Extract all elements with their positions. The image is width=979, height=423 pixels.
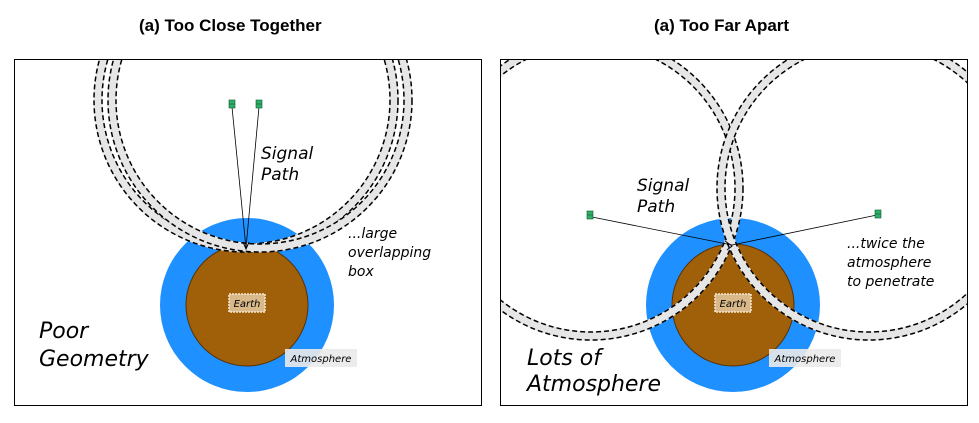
overlap-note-line-1: ...large xyxy=(348,226,397,242)
signal-path-label-line-2: Path xyxy=(261,165,299,185)
atmosphere-label-box xyxy=(285,349,357,367)
signal-path-line-1 xyxy=(231,106,247,249)
caption-line-1: Lots of xyxy=(527,346,604,371)
satellite-icon xyxy=(228,99,236,109)
atmosphere-label: Atmosphere xyxy=(774,354,836,365)
atmosphere-label: Atmosphere xyxy=(290,354,352,365)
receiver-arrow xyxy=(242,241,250,251)
overlap-note-line-2: overlapping xyxy=(348,245,431,261)
signal-path-line-2 xyxy=(245,106,260,249)
earth-label: Earth xyxy=(720,299,747,310)
signal-path-label-line-2: Path xyxy=(637,197,675,217)
signal-path-label-line-1: Signal xyxy=(637,176,689,196)
too-close-together-panel: Earth Atmosphere Signal Path ...large ov… xyxy=(14,59,482,406)
caption-line-2: Geometry xyxy=(39,347,150,372)
earth-label-box xyxy=(714,293,752,313)
range-ring-2 xyxy=(716,60,967,341)
too-far-diagram: Earth Atmosphere Signal Path ...twice th… xyxy=(501,60,967,397)
earth-label: Earth xyxy=(234,299,261,310)
earth-label-box xyxy=(228,293,266,313)
receiver-arrow xyxy=(724,240,733,251)
too-close-diagram: Earth Atmosphere Signal Path ...large ov… xyxy=(39,60,431,392)
overlap-note-line-3: box xyxy=(348,264,374,280)
left-panel-title: (a) Too Close Together xyxy=(139,16,322,35)
caption-line-1: Poor xyxy=(39,319,90,344)
signal-path-line-2 xyxy=(731,214,878,246)
penetration-note-line-3: to penetrate xyxy=(847,274,934,290)
range-ring-2 xyxy=(107,60,413,253)
right-panel-title: (a) Too Far Apart xyxy=(654,16,790,35)
caption-line-2: Atmosphere xyxy=(525,372,661,397)
range-ring-1 xyxy=(501,60,744,341)
atmosphere-label-box xyxy=(769,349,841,367)
satellite-icon xyxy=(255,99,263,109)
satellite-icon xyxy=(874,209,882,219)
too-far-apart-panel: Earth Atmosphere Signal Path ...twice th… xyxy=(500,59,968,406)
signal-path-label-line-1: Signal xyxy=(261,144,313,164)
penetration-note-line-2: atmosphere xyxy=(847,255,931,271)
signal-path-line-1 xyxy=(591,216,733,246)
satellite-icon xyxy=(586,210,594,220)
penetration-note-line-1: ...twice the xyxy=(847,236,925,252)
